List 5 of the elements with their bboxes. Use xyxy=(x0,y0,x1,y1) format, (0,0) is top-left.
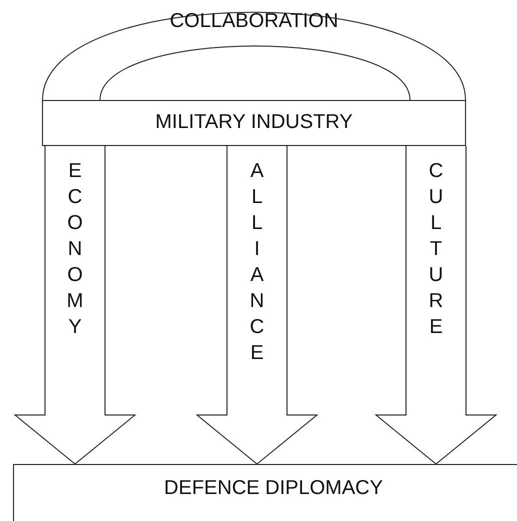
node-label: COLLABORATION xyxy=(170,10,338,33)
node-label: DEFENCE DIPLOMACY xyxy=(164,477,383,500)
process-box xyxy=(42,100,466,146)
node-label: MILITARY INDUSTRY xyxy=(155,111,353,134)
process-box xyxy=(13,464,517,521)
